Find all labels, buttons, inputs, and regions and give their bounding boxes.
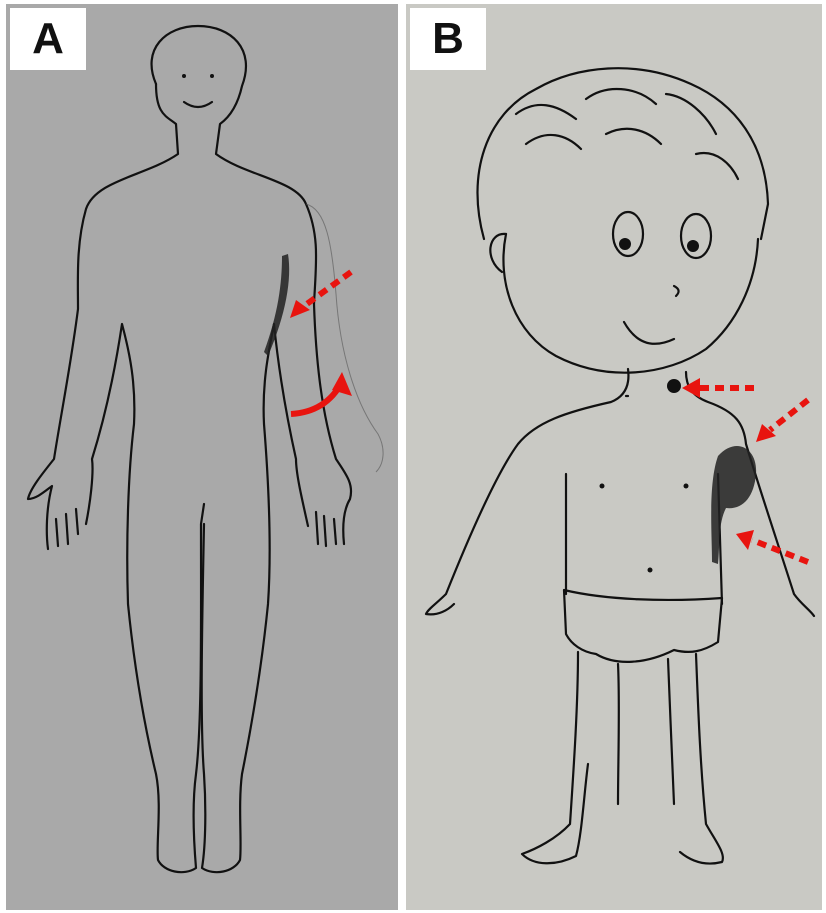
child-nipple-right	[684, 484, 689, 489]
panel-b: B	[406, 4, 822, 910]
child-axilla-lesion-shading	[711, 446, 756, 564]
child-smile	[624, 322, 674, 344]
adult-eye-right	[210, 74, 214, 78]
child-pupil-right	[687, 240, 699, 252]
child-neck-lesion	[667, 379, 681, 393]
child-pupil-left	[619, 238, 631, 250]
dashed-arrow-axilla-lower	[736, 530, 808, 562]
panel-label-b: B	[410, 8, 486, 70]
dashed-arrow-neck	[682, 378, 754, 398]
child-eye-left	[613, 212, 643, 256]
child-eye-right	[681, 214, 711, 258]
child-legs	[522, 652, 723, 864]
adult-faint-redrawn-arm	[306, 204, 383, 472]
panel-label-a: A	[10, 8, 86, 70]
adult-right-outline	[202, 304, 351, 872]
dashed-arrow-upper-arm	[290, 272, 351, 318]
child-torso	[426, 369, 814, 616]
child-navel	[648, 568, 653, 573]
dashed-arrow-axilla-upper	[756, 400, 808, 442]
panel-a: A	[6, 4, 398, 910]
child-cartoon-drawing	[406, 4, 822, 910]
child-nose	[674, 286, 679, 296]
adult-head	[152, 26, 317, 304]
child-shorts	[564, 590, 722, 662]
adult-smile	[184, 102, 212, 107]
adult-body-outline-drawing	[6, 4, 398, 910]
adult-eye-left	[182, 74, 186, 78]
child-nipple-left	[600, 484, 605, 489]
adult-left-outline	[28, 84, 204, 872]
